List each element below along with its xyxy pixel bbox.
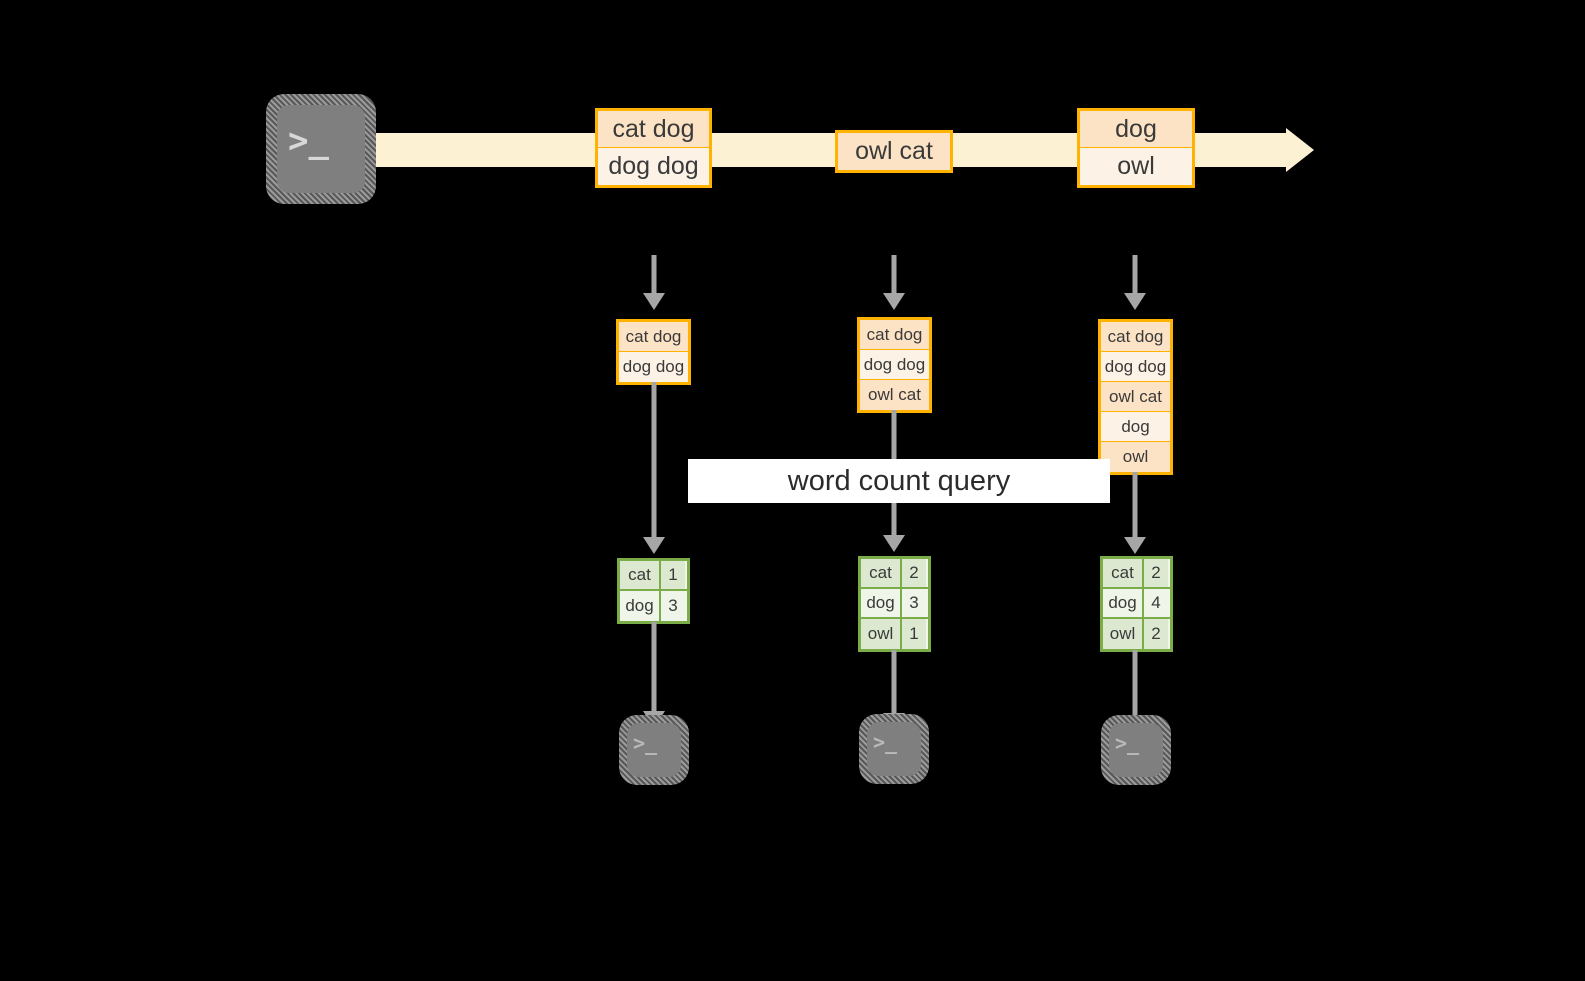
input-row: cat dog	[619, 322, 688, 352]
snapshot-2-input-table: cat dog dog dog owl cat	[857, 317, 932, 413]
result-row: cat 2	[1103, 559, 1170, 589]
result-row: dog 3	[861, 589, 928, 619]
input-row: owl cat	[860, 380, 929, 410]
stream-record-row: dog	[1080, 111, 1192, 148]
snapshot-1-query-arrow	[643, 382, 665, 554]
result-count: 3	[902, 589, 926, 617]
result-word: cat	[1103, 559, 1144, 587]
snapshot-2-result-table: cat 2 dog 3 owl 1	[858, 556, 931, 652]
result-count: 1	[661, 561, 685, 589]
result-count: 4	[1144, 589, 1168, 617]
snapshot-3-result-table: cat 2 dog 4 owl 2	[1100, 556, 1173, 652]
result-word: dog	[1103, 589, 1144, 617]
result-word: cat	[861, 559, 902, 587]
snapshot-1-sink-arrow	[643, 622, 665, 728]
terminal-face	[1109, 723, 1163, 777]
snapshot-3-input-table: cat dog dog dog owl cat dog owl	[1098, 319, 1173, 475]
stream-record-group-2: owl cat	[835, 130, 953, 173]
result-word: cat	[620, 561, 661, 589]
stream-record-row: owl cat	[838, 133, 950, 170]
result-count: 1	[902, 619, 926, 649]
snapshot-1-input-table: cat dog dog dog	[616, 319, 691, 385]
input-row: owl cat	[1101, 382, 1170, 412]
result-row: dog 3	[620, 591, 687, 621]
terminal-face	[867, 722, 921, 776]
terminal-prompt-glyph: >_	[633, 731, 658, 755]
input-row: owl	[1101, 442, 1170, 472]
stream-record-row: dog dog	[598, 148, 709, 185]
result-word: owl	[1103, 619, 1144, 649]
snapshot-1-sink-terminal-icon: >_	[619, 715, 689, 785]
snapshot-2-stream-tap-arrow	[883, 255, 905, 310]
snapshot-3-sink-terminal-icon: >_	[1101, 715, 1171, 785]
result-row: owl 1	[861, 619, 928, 649]
stream-record-group-3: dog owl	[1077, 108, 1195, 188]
query-label-text: word count query	[787, 464, 1011, 497]
input-row: dog dog	[1101, 352, 1170, 382]
result-count: 3	[661, 591, 685, 621]
query-label-band: word count query	[688, 459, 1110, 503]
snapshot-3-stream-tap-arrow	[1124, 255, 1146, 310]
terminal-prompt-glyph: >_	[288, 121, 329, 161]
result-count: 2	[1144, 559, 1168, 587]
snapshot-3-query-arrow	[1124, 472, 1146, 554]
result-row: owl 2	[1103, 619, 1170, 649]
terminal-prompt-glyph: >_	[873, 730, 898, 754]
input-row: cat dog	[860, 320, 929, 350]
input-row: dog dog	[860, 350, 929, 380]
terminal-face	[277, 105, 365, 193]
stream-arrow-head	[1286, 118, 1314, 182]
result-row: dog 4	[1103, 589, 1170, 619]
terminal-prompt-glyph: >_	[1115, 731, 1140, 755]
terminal-face	[627, 723, 681, 777]
stream-record-group-1: cat dog dog dog	[595, 108, 712, 188]
stream-record-row: owl	[1080, 148, 1192, 185]
result-count: 2	[902, 559, 926, 587]
stream-record-row: cat dog	[598, 111, 709, 148]
result-row: cat 1	[620, 561, 687, 591]
result-word: owl	[861, 619, 902, 649]
input-row: cat dog	[1101, 322, 1170, 352]
result-word: dog	[620, 591, 661, 621]
input-row: dog dog	[619, 352, 688, 382]
snapshot-1-stream-tap-arrow	[643, 255, 665, 310]
snapshot-1-result-table: cat 1 dog 3	[617, 558, 690, 624]
result-count: 2	[1144, 619, 1168, 649]
result-word: dog	[861, 589, 902, 617]
result-row: cat 2	[861, 559, 928, 589]
source-terminal-icon: >_	[266, 94, 376, 204]
snapshot-2-sink-terminal-icon: >_	[859, 714, 929, 784]
input-row: dog	[1101, 412, 1170, 442]
